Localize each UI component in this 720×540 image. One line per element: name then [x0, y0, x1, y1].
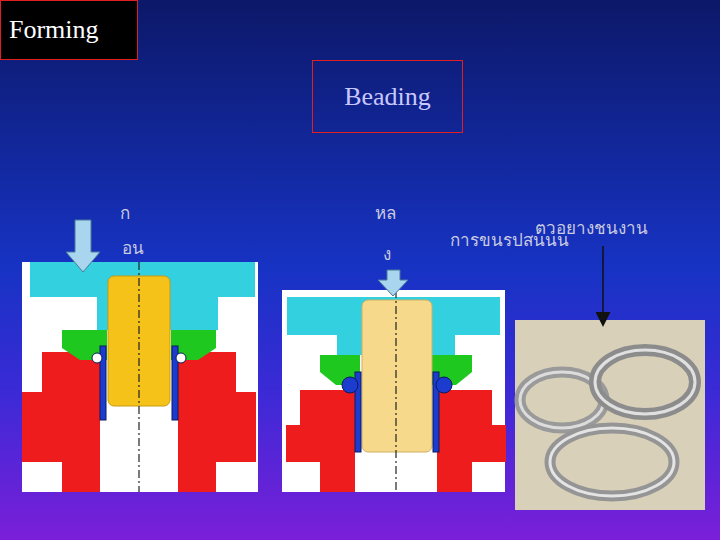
lower-die: [437, 390, 506, 492]
punch: [362, 300, 432, 452]
stage-label: หล: [375, 203, 396, 223]
center-line: [395, 290, 396, 492]
lower-die: [22, 352, 100, 492]
die-before: [22, 220, 258, 492]
center-line: [138, 262, 139, 492]
die-after: [282, 270, 506, 492]
stage-label: อน: [122, 238, 144, 258]
photo-caption: ตวอยางชนงาน: [535, 218, 648, 238]
formed-bead: [436, 377, 452, 393]
press-arrow: [66, 220, 100, 272]
lower-die: [286, 390, 355, 492]
press-arrow: [378, 270, 408, 296]
stage-label: ง: [383, 244, 391, 264]
title-box: Forming: [0, 0, 138, 60]
bead-groove: [176, 353, 186, 363]
bead-groove: [92, 353, 102, 363]
beaded-ring: [595, 350, 695, 414]
panel-ground: [282, 290, 505, 492]
panel-ground: [22, 262, 258, 492]
ring-highlight: [550, 428, 674, 496]
section-heading: Beading: [344, 81, 431, 112]
sample-photo: [515, 320, 705, 510]
section-box: Beading: [312, 60, 463, 133]
leader-line: [602, 246, 604, 324]
stage-label: ก: [120, 203, 130, 223]
slide-title: Forming: [9, 14, 99, 45]
lower-die: [178, 352, 256, 492]
formed-bead: [342, 377, 358, 393]
beaded-ring: [550, 428, 674, 496]
photo-ground: [515, 320, 705, 510]
ring-highlight: [595, 350, 695, 414]
